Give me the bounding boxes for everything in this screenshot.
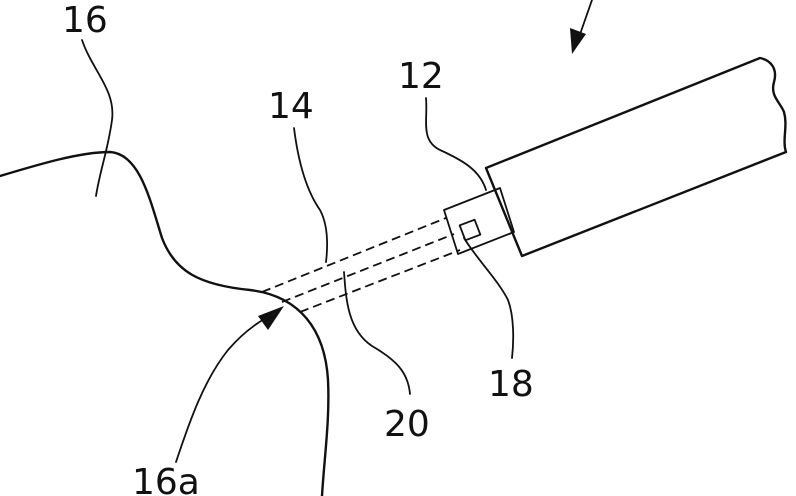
label-12: 12 bbox=[398, 56, 444, 97]
emitter-element bbox=[460, 220, 481, 241]
beam-path-lower-line bbox=[300, 250, 460, 312]
label-16: 16 bbox=[62, 0, 108, 41]
tissue-surface-curve bbox=[0, 152, 328, 496]
leader-line-16a bbox=[176, 318, 266, 462]
label-18: 18 bbox=[488, 364, 534, 405]
leader-line-12 bbox=[426, 98, 486, 190]
leader-line-18 bbox=[464, 238, 513, 358]
label-14: 14 bbox=[268, 86, 314, 127]
view-arrow-head bbox=[570, 28, 586, 54]
instrument-nose bbox=[444, 188, 514, 254]
arrowhead-16a bbox=[258, 306, 284, 330]
label-16a: 16a bbox=[132, 462, 200, 496]
leader-line-16 bbox=[82, 40, 112, 196]
beam-path-upper-line bbox=[262, 218, 446, 292]
instrument-housing bbox=[486, 58, 786, 256]
label-20: 20 bbox=[384, 404, 430, 445]
leader-line-14 bbox=[294, 128, 327, 262]
beam-axis-line bbox=[282, 234, 454, 302]
